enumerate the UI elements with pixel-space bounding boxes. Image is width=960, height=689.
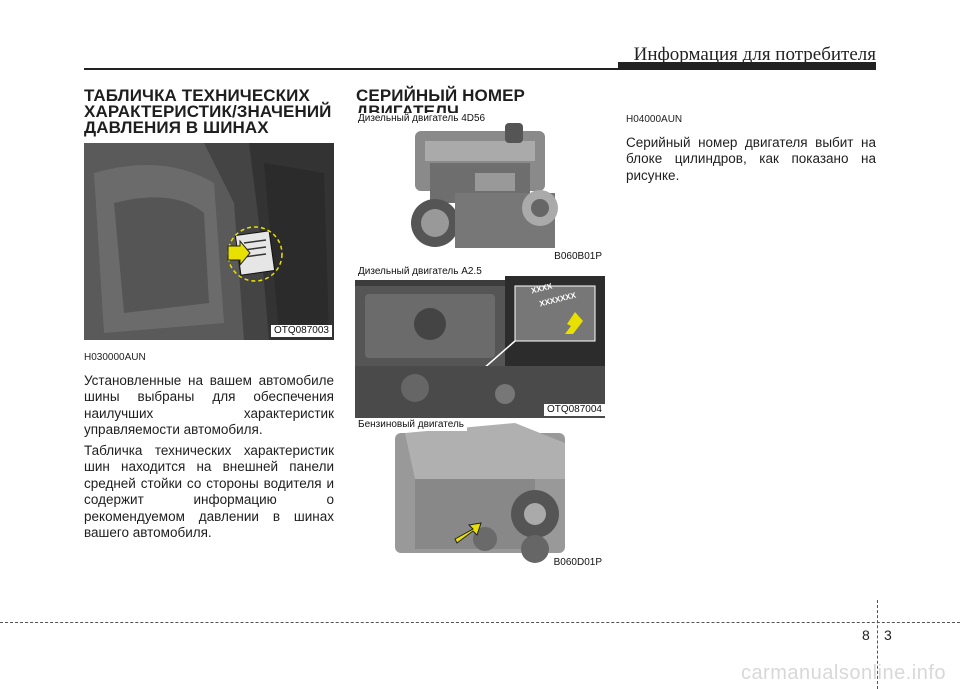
right-body-text: H04000AUN Серийный номер двигателя выбит… <box>626 112 876 188</box>
figure-3-caption: Бензиновый двигатель <box>355 419 468 431</box>
left-heading-line-2: ХАРАКТЕРИСТИК/ЗНАЧЕНИЙ <box>84 102 332 121</box>
page-header-title: Информация для потребителя <box>633 44 876 65</box>
header-tab-bar <box>618 62 876 70</box>
footer-rule <box>0 622 960 623</box>
watermark-text: carmanualsonline.info <box>740 662 946 684</box>
engine-4d56-illustration <box>411 123 558 248</box>
left-paragraph-2: Табличка технических характеристик шин н… <box>84 442 334 541</box>
left-paragraph-1: Установленные на вашем автомобиле шины в… <box>84 372 334 438</box>
figure-2-code: OTQ087004 <box>543 404 605 416</box>
header-rule <box>84 68 876 70</box>
page-number-section: 8 <box>862 627 870 643</box>
engine-4d56-photo: Дизельный двигатель 4D56 B060B01P <box>355 113 605 265</box>
petrol-engine-illustration <box>395 423 565 563</box>
figure-code-label: OTQ087003 <box>270 325 332 337</box>
petrol-engine-photo: Бензиновый двигатель B060D01P <box>355 419 605 571</box>
left-heading-line-1: ТАБЛИЧКА ТЕХНИЧЕСКИХ <box>84 86 310 105</box>
right-paragraph: Серийный номер двигателя выбит на блоке … <box>626 134 876 183</box>
section-code: H030000AUN <box>84 352 146 363</box>
right-section-code: H04000AUN <box>626 114 683 125</box>
page-number-page: 3 <box>884 627 892 643</box>
figure-1-code: B060B01P <box>551 251 605 263</box>
engine-a25-illustration <box>355 276 605 418</box>
footer-divider <box>877 600 878 689</box>
figure-2-caption: Дизельный двигатель A2.5 <box>355 266 485 278</box>
left-body-text: H030000AUN Установленные на вашем автомо… <box>84 350 334 546</box>
figure-1-caption: Дизельный двигатель 4D56 <box>355 113 489 125</box>
tire-label-photo: OTQ087003 <box>84 143 334 340</box>
left-heading-line-3: ДАВЛЕНИЯ В ШИНАХ <box>84 118 269 137</box>
figure-3-code: B060D01P <box>550 557 605 569</box>
engine-a25-photo: Дизельный двигатель A2.5 XXXX XXXXXXX OT… <box>355 266 605 418</box>
door-pillar-illustration <box>84 143 334 340</box>
left-section-heading: ТАБЛИЧКА ТЕХНИЧЕСКИХ ХАРАКТЕРИСТИК/ЗНАЧЕ… <box>84 86 344 137</box>
